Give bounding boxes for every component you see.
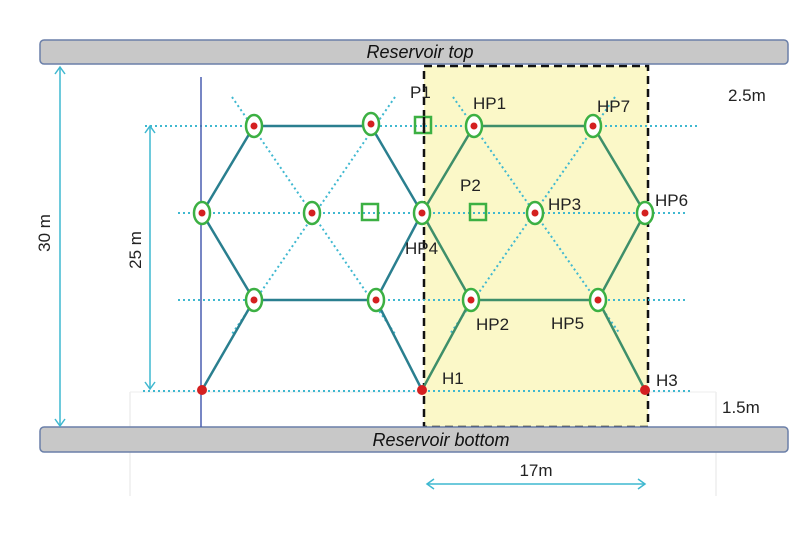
label-HP4: HP4 (405, 239, 438, 258)
label-HP6: HP6 (655, 191, 688, 210)
dimension-30m-label: 30 m (35, 214, 54, 252)
label-HP1: HP1 (473, 94, 506, 113)
dimension-25m (144, 124, 156, 391)
dimension-17m-label: 17m (519, 461, 552, 480)
hexagon-right (420, 124, 647, 391)
dimension-25m-label: 25 m (126, 231, 145, 269)
label-HP2: HP2 (476, 315, 509, 334)
dimension-2.5m-label: 2.5m (728, 86, 766, 105)
well-dots (197, 120, 650, 395)
label-H1: H1 (442, 369, 464, 388)
dimension-1.5m-label: 1.5m (722, 398, 760, 417)
reservoir-top-bar: Reservoir top (39, 39, 789, 65)
label-H3: H3 (656, 371, 678, 390)
label-P2: P2 (460, 176, 481, 195)
reservoir-top-label: Reservoir top (366, 42, 473, 62)
producer-squares (360, 115, 488, 222)
label-P1: P1 (410, 83, 431, 102)
reservoir-bottom-label: Reservoir bottom (372, 430, 509, 450)
label-HP5: HP5 (551, 314, 584, 333)
dimension-30m (54, 65, 66, 428)
label-HP7: HP7 (597, 97, 630, 116)
hexagon-left (200, 124, 424, 391)
dimension-17m (425, 478, 647, 490)
label-HP3: HP3 (548, 195, 581, 214)
reservoir-bottom-bar: Reservoir bottom (39, 426, 789, 453)
